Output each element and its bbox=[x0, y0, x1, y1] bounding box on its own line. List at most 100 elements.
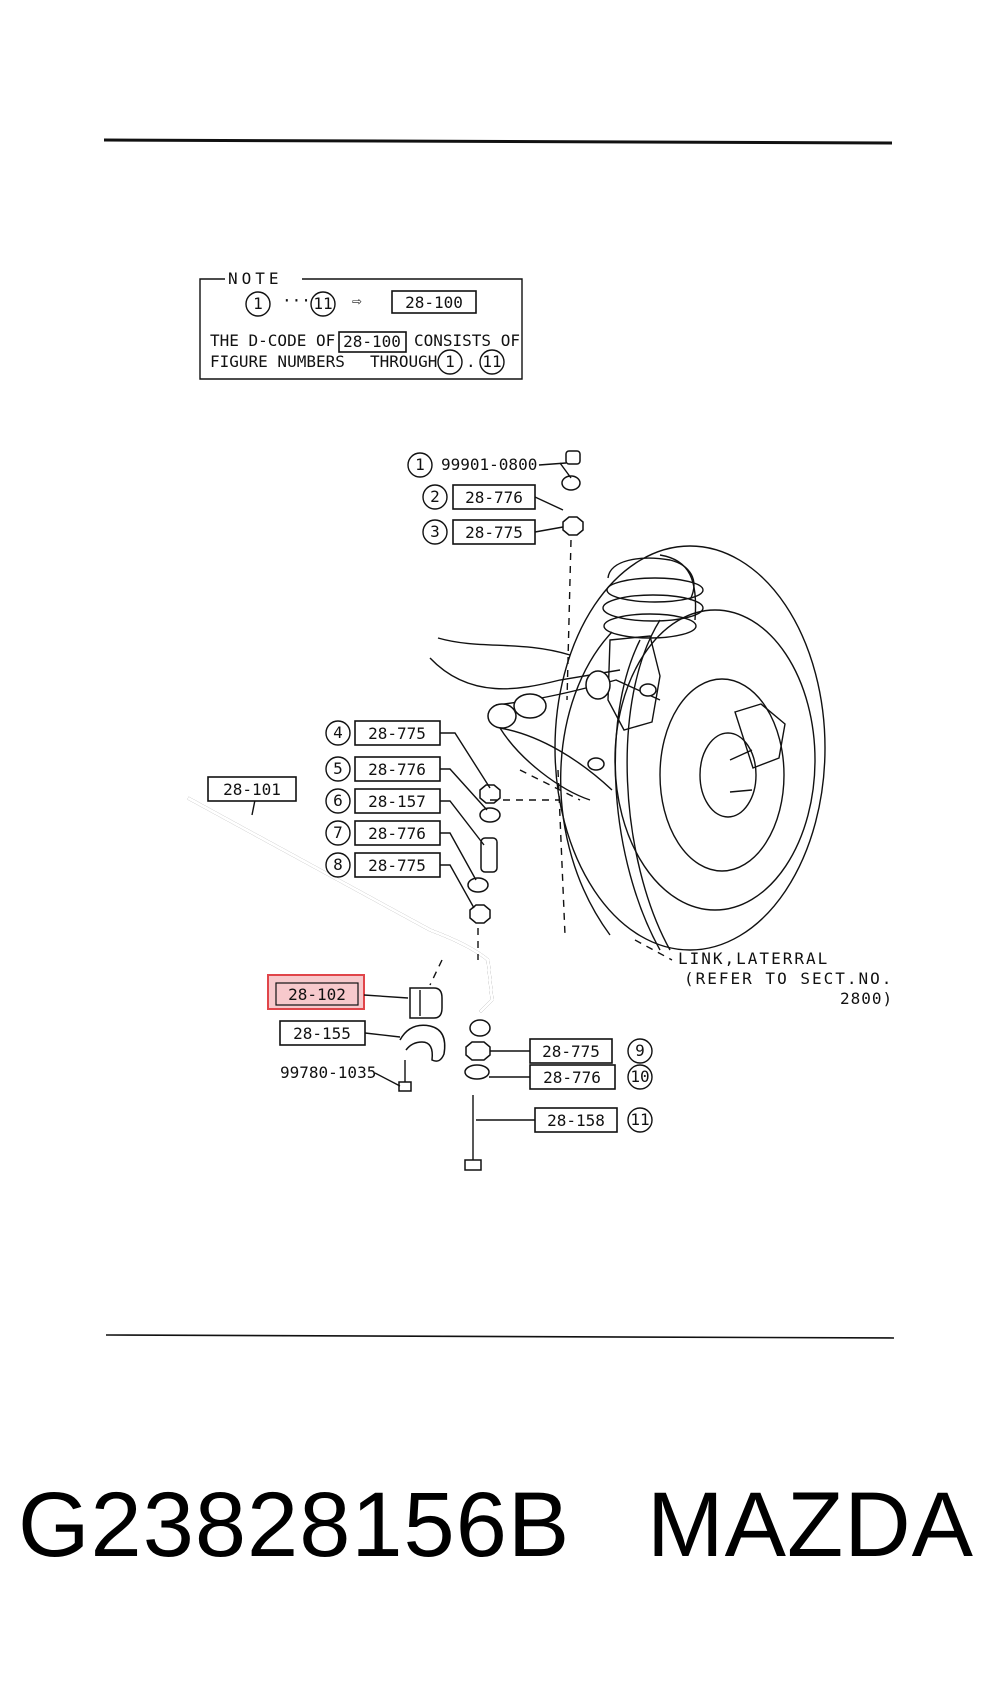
washer-upper bbox=[469, 1019, 491, 1037]
through-a: 1 bbox=[445, 352, 455, 371]
callout-11-code: 28-158 bbox=[547, 1111, 605, 1130]
bottom-rule bbox=[105, 1334, 895, 1339]
range-end-number: 11 bbox=[313, 294, 332, 313]
callout-9: 28-775 9 bbox=[490, 1038, 653, 1064]
svg-text:8: 8 bbox=[333, 855, 343, 874]
nut-8 bbox=[469, 904, 491, 924]
range-end-circle bbox=[310, 291, 336, 317]
bushing-group bbox=[398, 959, 446, 1092]
footer: G23828156B MAZDA bbox=[18, 1470, 974, 1580]
svg-text:10: 10 bbox=[630, 1067, 649, 1086]
bolt-99780-1035 bbox=[398, 1081, 412, 1092]
through-sep: . bbox=[466, 352, 476, 371]
callout-5: 5 28-776 bbox=[325, 756, 488, 811]
label-stabilizer: 28-101 bbox=[207, 776, 297, 802]
bracket-28-155 bbox=[399, 1024, 446, 1062]
bushing-28-102 bbox=[409, 987, 443, 1019]
callout-7: 7 28-776 bbox=[325, 820, 477, 881]
nut-3 bbox=[562, 516, 584, 536]
link-line3: 2800) bbox=[840, 989, 893, 1008]
link-line1: LINK,LATERRAL bbox=[678, 949, 829, 968]
part-number: G23828156B bbox=[18, 1474, 571, 1576]
callout-11: 28-158 11 bbox=[476, 1107, 653, 1133]
callout-6: 6 28-157 bbox=[325, 788, 485, 846]
callout-9-code: 28-775 bbox=[542, 1042, 600, 1061]
arm-bushing bbox=[487, 703, 517, 729]
callout-4: 4 28-775 bbox=[325, 720, 491, 789]
note-inline-box bbox=[338, 331, 407, 353]
tire-outer bbox=[554, 545, 826, 951]
svg-text:6: 6 bbox=[333, 791, 343, 810]
callout-2-code: 28-776 bbox=[465, 488, 523, 507]
washer-5 bbox=[479, 807, 501, 823]
knuckle bbox=[607, 635, 661, 731]
callout-4-code: 28-775 bbox=[368, 724, 426, 743]
caliper bbox=[734, 703, 786, 769]
callout-8: 8 28-775 bbox=[325, 852, 475, 909]
link-line2: (REFER TO SECT.NO. bbox=[684, 969, 893, 988]
label-bushing-highlight[interactable]: 28-102 bbox=[267, 974, 409, 1010]
svg-text:1: 1 bbox=[415, 455, 425, 474]
callout-1: 1 99901-0800 bbox=[407, 452, 572, 479]
note-line2-b: THROUGH bbox=[370, 352, 437, 371]
suspension-drawing bbox=[429, 545, 826, 951]
label-bolt: 99780-1035 bbox=[280, 1063, 401, 1087]
lower-stack bbox=[464, 1019, 491, 1171]
bushing-code: 28-102 bbox=[288, 985, 346, 1004]
arrow-icon: ⇨ bbox=[352, 291, 362, 310]
washer-10 bbox=[464, 1064, 490, 1080]
chassis-line bbox=[429, 657, 621, 690]
through-b: 11 bbox=[482, 352, 501, 371]
bracket-code: 28-155 bbox=[293, 1024, 351, 1043]
range-start-number: 1 bbox=[253, 294, 263, 313]
callout-7-code: 28-776 bbox=[368, 824, 426, 843]
link-stack bbox=[467, 769, 581, 960]
hub bbox=[699, 732, 757, 818]
svg-text:5: 5 bbox=[333, 759, 343, 778]
highlight-box[interactable] bbox=[267, 974, 365, 1010]
note-box: NOTE 1 ··· 11 ⇨ 28-100 THE D-CODE OF 28-… bbox=[199, 269, 523, 380]
svg-text:9: 9 bbox=[635, 1041, 645, 1060]
bolt-code: 99780-1035 bbox=[280, 1063, 376, 1082]
callout-3-code: 28-775 bbox=[465, 523, 523, 542]
washer-2 bbox=[561, 475, 581, 491]
svg-text:11: 11 bbox=[630, 1110, 649, 1129]
through-a-circle bbox=[437, 349, 463, 375]
callout-10-code: 28-776 bbox=[543, 1068, 601, 1087]
washer-7 bbox=[467, 877, 489, 893]
brand-name: MAZDA bbox=[647, 1474, 974, 1576]
svg-text:2: 2 bbox=[430, 487, 440, 506]
through-b-circle bbox=[479, 349, 505, 375]
callout-1-code: 99901-0800 bbox=[441, 455, 537, 474]
tire-inner bbox=[614, 609, 816, 911]
coil-spring bbox=[606, 577, 704, 603]
note-dcode: 28-100 bbox=[405, 293, 463, 312]
note-line1-b: CONSISTS OF bbox=[414, 331, 520, 350]
spacer-6 bbox=[480, 837, 498, 873]
range-start-circle bbox=[245, 291, 271, 317]
lateral-link bbox=[626, 619, 671, 951]
range-ellipsis: ··· bbox=[282, 291, 311, 310]
note-heading: NOTE bbox=[228, 269, 283, 288]
svg-text:4: 4 bbox=[333, 723, 343, 742]
nut-9 bbox=[465, 1041, 491, 1061]
callout-2: 2 28-776 bbox=[422, 484, 564, 511]
note-inline-dcode: 28-100 bbox=[343, 332, 401, 351]
top-rule bbox=[103, 138, 893, 145]
stabilizer-code: 28-101 bbox=[223, 780, 281, 799]
note-line1-a: THE D-CODE OF bbox=[210, 331, 335, 350]
callout-8-code: 28-775 bbox=[368, 856, 426, 875]
callout-5-code: 28-776 bbox=[368, 760, 426, 779]
svg-text:3: 3 bbox=[430, 522, 440, 541]
callout-10: 28-776 10 bbox=[489, 1064, 653, 1090]
note-line2-a: FIGURE NUMBERS bbox=[210, 352, 345, 371]
label-link-lateral: LINK,LATERRAL (REFER TO SECT.NO. 2800) bbox=[634, 939, 893, 1008]
top-fasteners bbox=[561, 450, 584, 701]
svg-text:7: 7 bbox=[333, 823, 343, 842]
callout-6-code: 28-157 bbox=[368, 792, 426, 811]
stabilizer-bar bbox=[187, 796, 494, 1014]
brake-disc bbox=[659, 678, 785, 872]
nut-1 bbox=[565, 450, 581, 465]
lower-arm bbox=[495, 679, 661, 706]
